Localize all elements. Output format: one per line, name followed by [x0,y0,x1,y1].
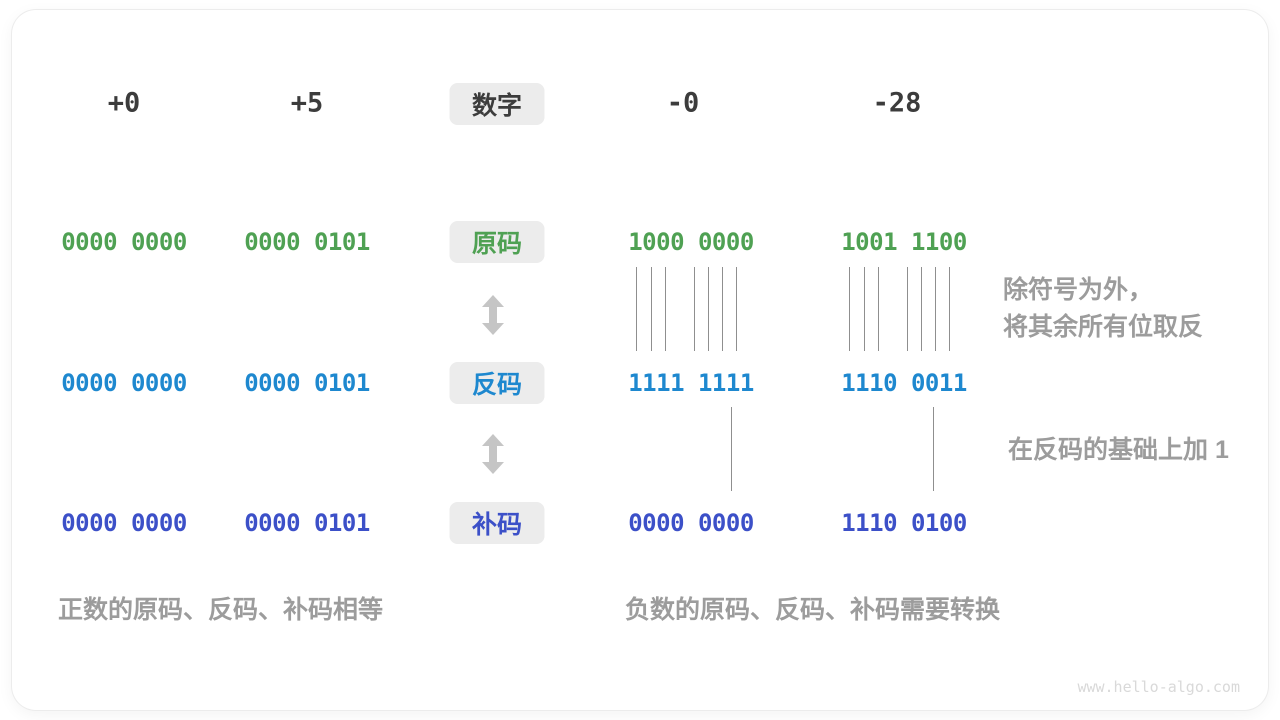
add-one-line [731,407,732,491]
binary-value: 1111 1111 [628,369,754,397]
caption-negative-numbers: 负数的原码、反码、补码需要转换 [625,596,1001,624]
binary-value: 1110 0100 [841,509,967,537]
annotation-invert-line1: 除符号为外， [1003,276,1154,304]
bit-mapping-line [708,267,709,351]
annotation-add-one: 在反码的基础上加 1 [1008,436,1229,464]
bit-mapping-line [636,267,637,351]
binary-value: 1000 0000 [628,228,754,256]
annotation-invert-bits: 除符号为外， 将其余所有位取反 [1003,272,1203,346]
up-down-arrow-icon [482,295,504,335]
bit-mapping-line [878,267,879,351]
bit-mapping-line [935,267,936,351]
bit-mapping-line [949,267,950,351]
row-label-twos-complement: 补码 [449,502,545,544]
binary-value: 0000 0101 [244,228,370,256]
binary-value: 0000 0000 [61,369,187,397]
bit-mapping-line [694,267,695,351]
row-label-sign-magnitude: 原码 [449,221,545,263]
binary-value: 0000 0000 [61,509,187,537]
bit-mapping-line [921,267,922,351]
header-number-neg-zero: -0 [666,87,700,119]
annotation-invert-line2: 将其余所有位取反 [1003,313,1204,341]
binary-value: 0000 0101 [244,369,370,397]
bit-mapping-line [907,267,908,351]
header-number-pos-five: +5 [290,87,324,119]
bit-mapping-line [864,267,865,351]
row-label-ones-complement: 反码 [449,362,545,404]
watermark: www.hello-algo.com [1077,678,1240,696]
bit-mapping-line [651,267,652,351]
bit-mapping-line [665,267,666,351]
binary-value: 0000 0000 [628,509,754,537]
header-label-box: 数字 [449,83,545,125]
binary-value: 0000 0000 [61,228,187,256]
bit-mapping-line [849,267,850,351]
caption-positive-numbers: 正数的原码、反码、补码相等 [58,596,384,624]
binary-value: 0000 0101 [244,509,370,537]
bit-mapping-line [722,267,723,351]
bit-mapping-line [736,267,737,351]
binary-value: 1110 0011 [841,369,967,397]
binary-value: 1001 1100 [841,228,967,256]
header-number-pos-zero: +0 [107,87,141,119]
header-number-neg-28: -28 [872,87,922,119]
figure-card [12,10,1268,710]
up-down-arrow-icon [482,434,504,474]
add-one-line [933,407,934,491]
